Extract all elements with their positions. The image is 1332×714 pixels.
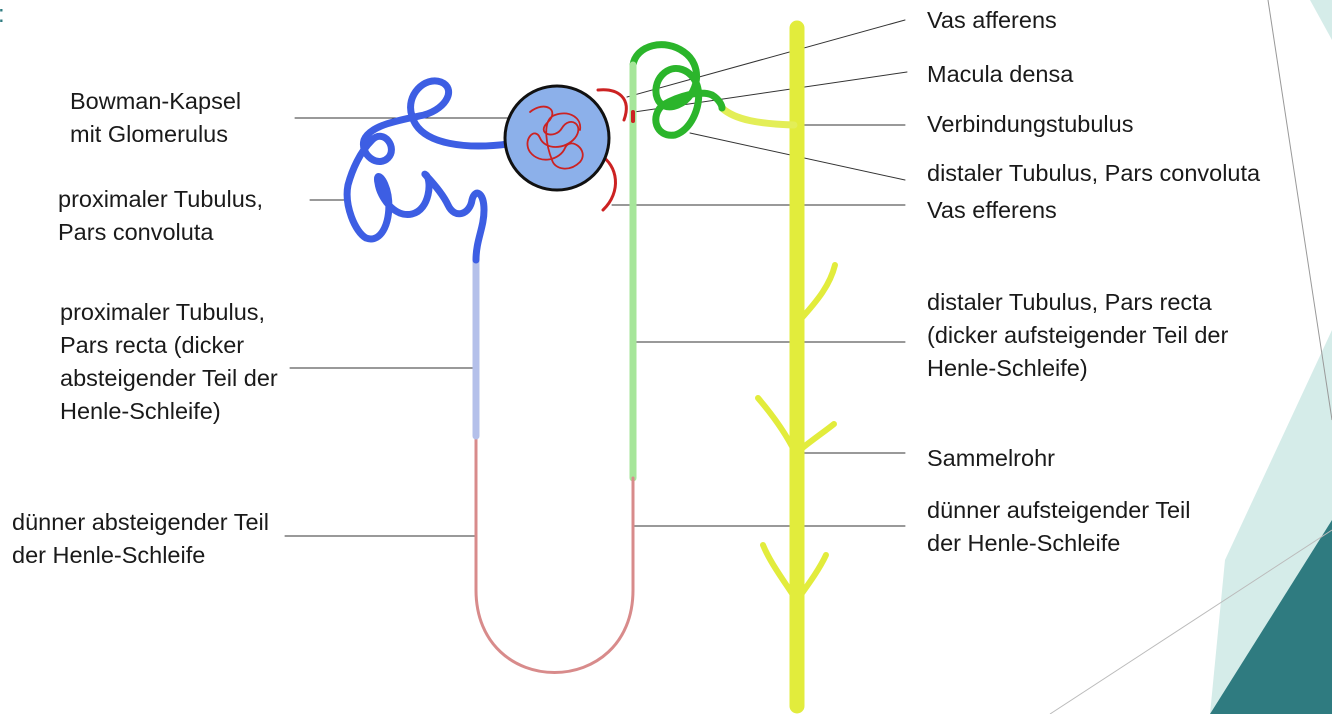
label-line: proximaler Tubulus,: [58, 183, 263, 216]
label-line: Bowman-Kapsel: [70, 85, 241, 118]
label-proximal-recta: proximaler Tubulus, Pars recta (dicker a…: [60, 296, 278, 428]
collecting-duct: [758, 28, 835, 706]
collecting-duct-branch: [800, 424, 834, 450]
label-line: absteigender Teil der: [60, 362, 278, 395]
label-line: Henle-Schleife): [927, 352, 1228, 385]
label-line: mit Glomerulus: [70, 118, 241, 151]
label-vas-afferens: Vas afferens: [927, 4, 1057, 37]
label-vas-efferens: Vas efferens: [927, 194, 1057, 227]
thin-limb-henle-loop: [476, 436, 633, 673]
label-verbindungstubulus: Verbindungstubulus: [927, 108, 1133, 141]
label-sammelrohr: Sammelrohr: [927, 442, 1055, 475]
leader-line-vas-afferens: [627, 20, 905, 97]
label-line: distaler Tubulus, Pars recta: [927, 286, 1228, 319]
label-line: der Henle-Schleife: [12, 539, 269, 572]
label-bowman-capsule: Bowman-Kapsel mit Glomerulus: [70, 85, 241, 151]
label-distal-recta: distaler Tubulus, Pars recta (dicker auf…: [927, 286, 1228, 385]
label-line: Pars recta (dicker: [60, 329, 278, 362]
label-thin-ascending: dünner aufsteigender Teil der Henle-Schl…: [927, 494, 1190, 560]
bowman-capsule: [505, 86, 609, 190]
leader-lines: [285, 20, 907, 536]
label-distal-convoluta: distaler Tubulus, Pars convoluta: [927, 157, 1260, 190]
collecting-duct-branch: [800, 265, 835, 320]
label-line: dünner aufsteigender Teil: [927, 494, 1190, 527]
label-macula-densa: Macula densa: [927, 58, 1073, 91]
label-thin-descending: dünner absteigender Teil der Henle-Schle…: [12, 506, 269, 572]
label-line: Henle-Schleife): [60, 395, 278, 428]
distal-convoluted-tubule: [633, 45, 722, 136]
label-proximal-convoluta: proximaler Tubulus, Pars convoluta: [58, 183, 263, 249]
label-line: Pars convoluta: [58, 216, 263, 249]
connecting-tubule: [722, 108, 794, 125]
label-line: dünner absteigender Teil: [12, 506, 269, 539]
label-line: der Henle-Schleife: [927, 527, 1190, 560]
label-line: (dicker aufsteigender Teil der: [927, 319, 1228, 352]
proximal-convoluted-tubule: [347, 81, 515, 260]
collecting-duct-branch: [758, 398, 795, 452]
label-line: proximaler Tubulus,: [60, 296, 278, 329]
